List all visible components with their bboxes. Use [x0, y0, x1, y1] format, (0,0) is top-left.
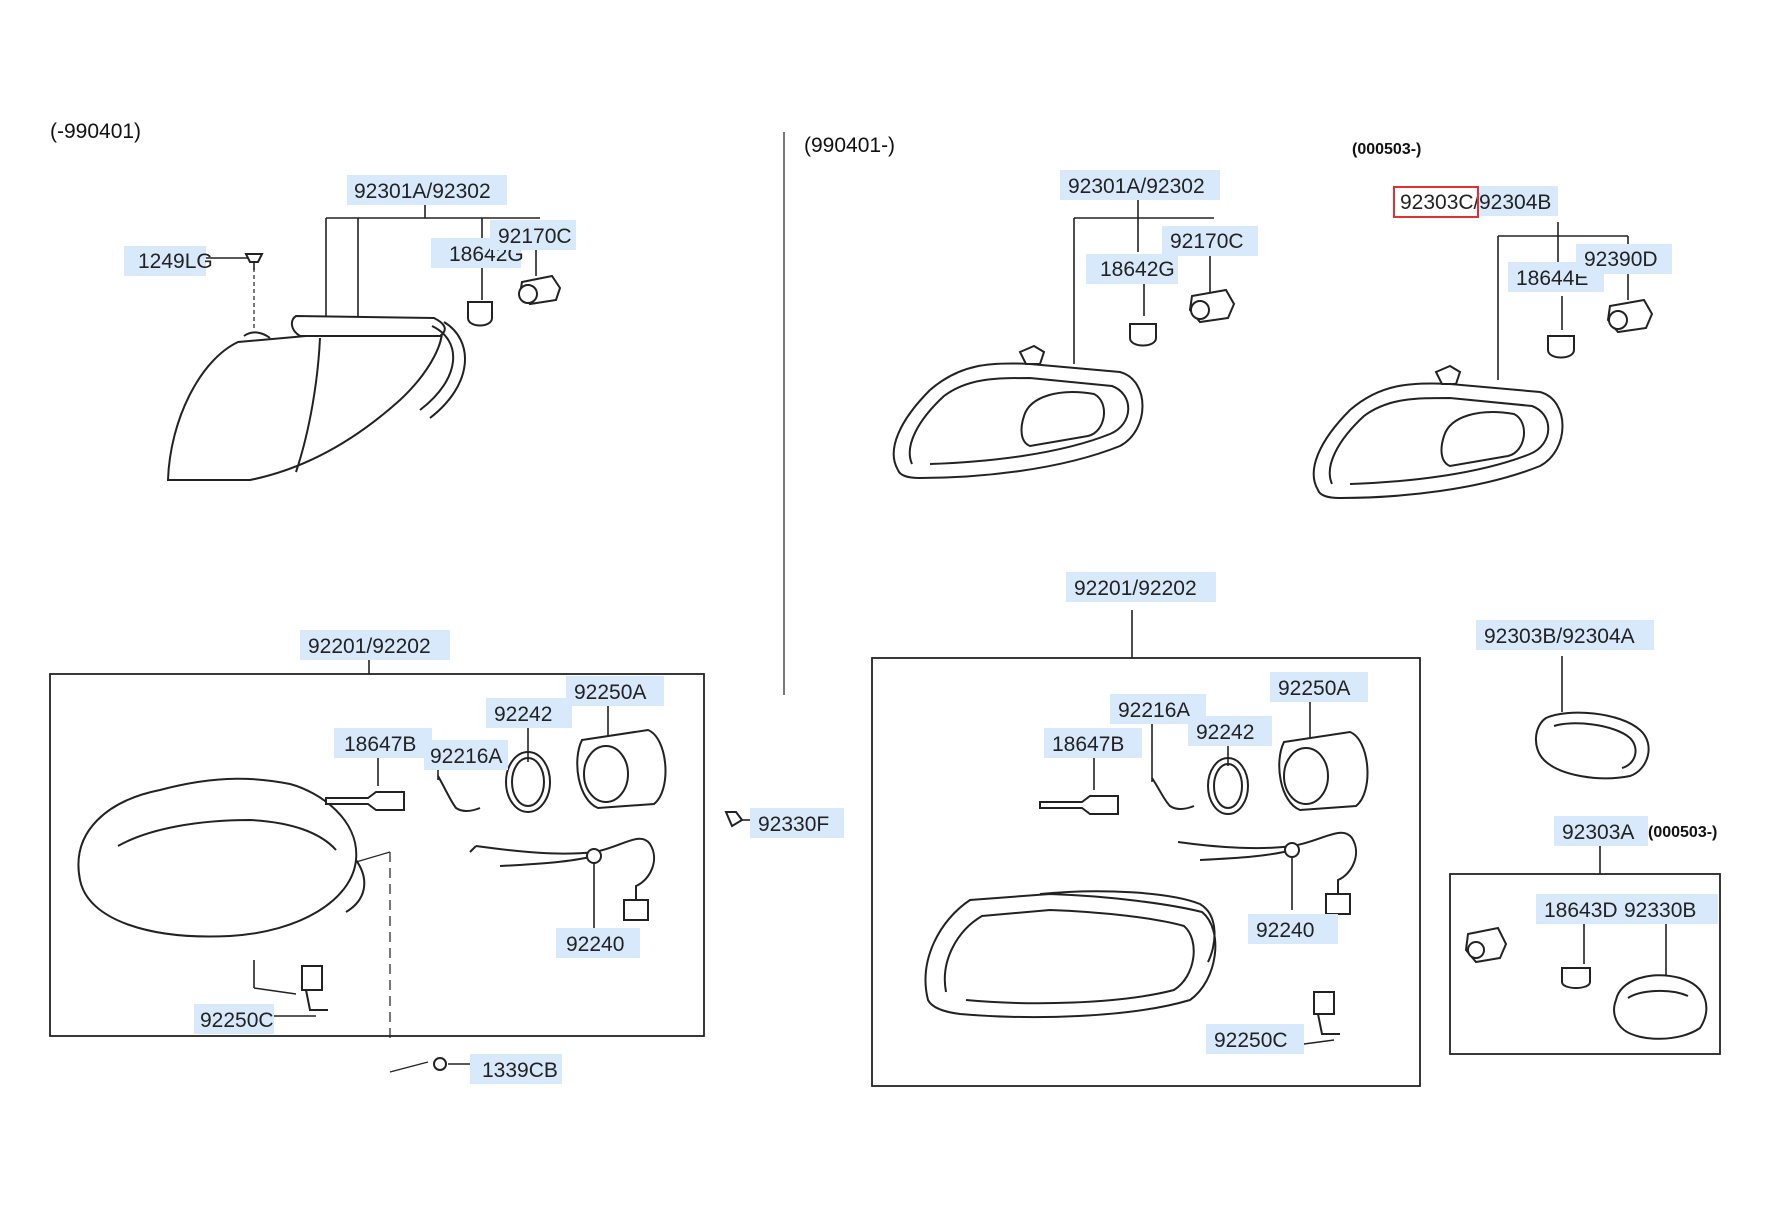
label-bg [1476, 620, 1654, 650]
label-bg [566, 676, 664, 706]
part-label-92250A-right[interactable]: 92250A [1278, 677, 1350, 700]
part-label-92170C-right[interactable]: 92170C [1170, 230, 1244, 253]
label-bg [1248, 914, 1338, 944]
label-bg [1270, 672, 1368, 702]
part-label-18647B-left[interactable]: 18647B [344, 733, 416, 756]
side-marker-assembly [1449, 846, 1721, 1055]
left-corner-lamp-assembly [166, 204, 562, 481]
part-label-92250C-left[interactable]: 92250C [200, 1009, 274, 1032]
right-corner-lamp-assembly-b [1312, 222, 1654, 500]
part-label-92242-left[interactable]: 92242 [494, 703, 552, 726]
label-bg [1066, 572, 1216, 602]
part-label-92330B[interactable]: 92330B [1624, 899, 1696, 922]
label-bg [334, 728, 432, 758]
label-bg [300, 630, 450, 660]
part-label-92216A-right[interactable]: 92216A [1118, 699, 1190, 722]
label-bg [486, 698, 572, 728]
part-label-92242-right[interactable]: 92242 [1196, 721, 1254, 744]
part-label-1249LG[interactable]: 1249LG [138, 250, 213, 273]
right-corner-lamp-assembly-a [892, 198, 1236, 480]
label-bg [1086, 254, 1178, 284]
part-label-92240-right[interactable]: 92240 [1256, 919, 1314, 942]
label-bg [1622, 894, 1718, 924]
part-label-92301A-92302-left[interactable]: 92301A/92302 [354, 180, 491, 203]
part-label-18647B-right[interactable]: 18647B [1052, 733, 1124, 756]
right-headlamp-assembly [871, 610, 1421, 1087]
label-bg [750, 808, 844, 838]
label-bg [1554, 816, 1648, 846]
label-bg [1478, 186, 1558, 216]
range-label-right-sub: (000503-) [1352, 141, 1421, 158]
label-bg [1162, 226, 1258, 256]
part-label-92250C-right[interactable]: 92250C [1214, 1029, 1288, 1052]
part-label-92216A-left[interactable]: 92216A [430, 745, 502, 768]
part-label-92170C-left[interactable]: 92170C [498, 225, 572, 248]
label-bg [1060, 170, 1220, 200]
selected-part-highlight [1393, 186, 1479, 218]
label-bg [124, 246, 206, 276]
part-label-92330F[interactable]: 92330F [758, 813, 829, 836]
part-label-92201-92202-left[interactable]: 92201/92202 [308, 635, 431, 658]
part-label-18643D[interactable]: 18643D [1544, 899, 1618, 922]
label-bg [194, 1004, 274, 1034]
range-label-small-box: (000503-) [1648, 824, 1717, 841]
part-label-92250A-left[interactable]: 92250A [574, 681, 646, 704]
part-label-92390D[interactable]: 92390D [1584, 248, 1658, 271]
label-bg [490, 220, 576, 250]
label-bg [424, 740, 508, 770]
part-label-92301A-92302-right[interactable]: 92301A/92302 [1068, 175, 1205, 198]
label-bg [470, 1054, 562, 1084]
label-bg [556, 928, 640, 958]
part-label-92240-left[interactable]: 92240 [566, 933, 624, 956]
label-bg [1188, 716, 1272, 746]
part-label-18642G-right[interactable]: 18642G [1100, 258, 1175, 281]
part-label-92304B[interactable]: 92304B [1479, 191, 1551, 214]
label-bg [1536, 894, 1628, 924]
part-label-92201-92202-right[interactable]: 92201/92202 [1074, 577, 1197, 600]
part-label-92303B-92304A[interactable]: 92303B/92304A [1484, 625, 1635, 648]
part-label-18644E[interactable]: 18644E [1516, 267, 1588, 290]
range-label-right: (990401-) [804, 134, 895, 157]
label-bg [1044, 728, 1142, 758]
part-label-92303A[interactable]: 92303A [1562, 821, 1634, 844]
label-bg [1206, 1024, 1304, 1054]
range-label-left: (-990401) [50, 120, 141, 143]
part-label-92303C[interactable]: 92303C/ [1400, 191, 1480, 214]
part-label-1339CB[interactable]: 1339CB [482, 1059, 558, 1082]
label-bg [1576, 244, 1672, 274]
side-lamp-lens-assembly [1535, 656, 1650, 780]
left-headlamp-assembly [49, 652, 756, 1073]
label-bg [347, 175, 507, 205]
